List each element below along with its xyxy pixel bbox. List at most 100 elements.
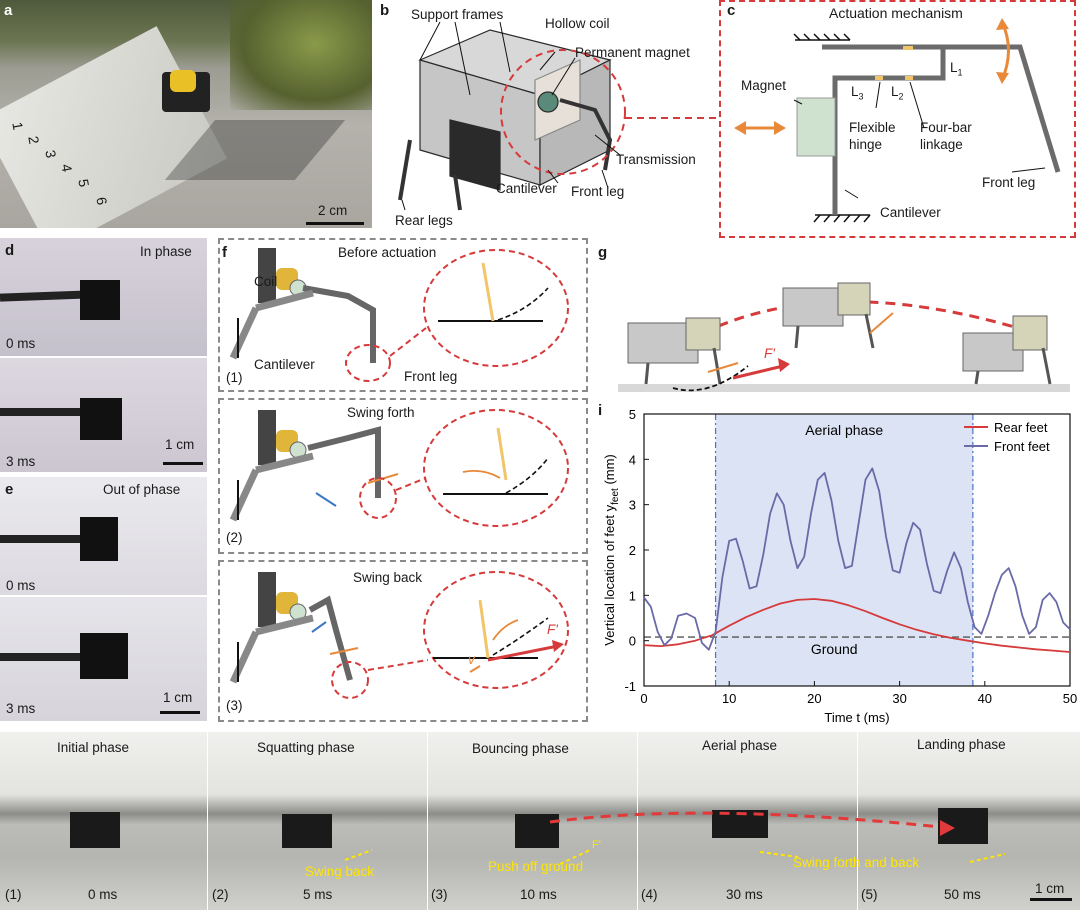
h-num-3: (3)	[431, 887, 448, 902]
label-support-frames: Support frames	[411, 7, 504, 22]
f-step-2	[218, 398, 588, 554]
grass-patch	[230, 0, 372, 110]
robot	[80, 633, 128, 679]
e-t1: 3 ms	[6, 701, 36, 716]
h-phase-2: Squatting phase	[257, 740, 355, 755]
label-transmission: Transmission	[616, 152, 696, 167]
f-step-3	[218, 560, 588, 722]
h-phase-3: Bouncing phase	[472, 741, 569, 756]
y-tick-label: -1	[624, 679, 636, 694]
f-s2-num: (2)	[226, 530, 243, 545]
h-divider	[207, 732, 208, 910]
h-num-5: (5)	[861, 887, 878, 902]
panel-d-bottom-photo	[0, 358, 207, 472]
h-phase-4: Aerial phase	[702, 738, 778, 753]
panel-c-mechanism	[734, 18, 1061, 223]
c-l2: L2	[891, 84, 904, 102]
x-tick-label: 10	[722, 691, 736, 706]
panel-d-top-photo	[0, 238, 207, 356]
h-time-3: 10 ms	[520, 887, 557, 902]
h-num-2: (2)	[212, 887, 229, 902]
h-scale: 1 cm	[1035, 881, 1065, 896]
x-tick-label: 20	[807, 691, 821, 706]
panel-e-top-photo	[0, 477, 207, 595]
c-magnet: Magnet	[741, 78, 787, 93]
x-tick-label: 40	[978, 691, 992, 706]
tweezer	[0, 653, 90, 661]
ruler	[0, 26, 228, 228]
f-front-leg: Front leg	[404, 369, 458, 384]
label-cantilever: Cantilever	[496, 181, 557, 196]
h-time-1: 0 ms	[88, 887, 118, 902]
x-axis-label: Time t (ms)	[824, 710, 889, 725]
h-phase-1: Initial phase	[57, 740, 130, 755]
h-phase-5: Landing phase	[917, 737, 1006, 752]
d-t0: 0 ms	[6, 336, 36, 351]
y-tick-label: 0	[629, 634, 636, 649]
c-cantilever: Cantilever	[880, 205, 941, 220]
panel-a-photo: 1 2 3 4 5 6 2 cm	[0, 0, 372, 228]
y-tick-label: 3	[629, 498, 636, 513]
tweezer	[0, 290, 91, 302]
tweezer	[0, 535, 90, 543]
g-diagram	[618, 282, 1070, 392]
h-scale-bar	[1030, 898, 1072, 901]
c-l3: L3	[851, 84, 864, 102]
h-force: F'	[592, 839, 601, 851]
h-divider	[427, 732, 428, 910]
y-tick-label: 2	[629, 543, 636, 558]
h-trajectory	[344, 811, 1006, 865]
f-step-1	[218, 238, 588, 392]
robot-coil	[170, 70, 196, 92]
panel-label-b: b	[380, 2, 390, 19]
f-force: F'	[547, 622, 558, 637]
h-time-4: 30 ms	[726, 887, 763, 902]
h-time-2: 5 ms	[303, 887, 333, 902]
label-rear-legs: Rear legs	[395, 213, 453, 228]
panel-label-c: c	[727, 2, 736, 19]
f-s1-num: (1)	[226, 370, 243, 385]
d-title: In phase	[140, 244, 192, 259]
f-s3-num: (3)	[226, 698, 243, 713]
f-s3-title: Swing back	[353, 570, 423, 585]
h-divider	[637, 732, 638, 910]
d-t1: 3 ms	[6, 454, 36, 469]
panel-c-frame	[719, 0, 1076, 238]
scale-bar	[306, 222, 364, 225]
legend-label: Front feet	[994, 439, 1050, 454]
ground-label: Ground	[811, 641, 858, 657]
h-num-1: (1)	[5, 887, 22, 902]
e-scale: 1 cm	[163, 690, 193, 705]
h-push-off: Push off ground	[488, 859, 584, 874]
d-scale-bar	[163, 462, 203, 465]
h-robot	[282, 814, 332, 848]
panel-e-bottom-photo	[0, 597, 207, 721]
h-robot	[70, 812, 120, 848]
scale-label: 2 cm	[318, 203, 348, 218]
panel-label-a: a	[4, 2, 13, 19]
robot	[80, 280, 120, 320]
e-scale-bar	[160, 711, 200, 714]
legend-label: Rear feet	[994, 420, 1048, 435]
c-front-leg: Front leg	[982, 175, 1036, 190]
panel-b-diagram	[398, 21, 718, 211]
f-v: v	[468, 652, 475, 667]
aerial-phase-label: Aerial phase	[805, 422, 883, 438]
f-coil: Coil	[254, 274, 278, 289]
y-axis-label: Vertical location of feet yfeet (mm)	[602, 454, 621, 646]
y-tick-label: 1	[629, 588, 636, 603]
f-s1-title: Before actuation	[338, 245, 437, 260]
series-line-front-feet	[643, 467, 1071, 651]
panel-label-f: f	[222, 244, 227, 261]
x-tick-label: 30	[892, 691, 906, 706]
h-swing-forth-back: Swing forth and back	[793, 855, 920, 870]
panel-label-e: e	[5, 481, 14, 498]
x-tick-label: 0	[640, 691, 647, 706]
robot	[80, 398, 122, 440]
f-s2-title: Swing forth	[347, 405, 415, 420]
f-diagrams	[229, 248, 569, 699]
g-force: F'	[764, 346, 775, 361]
f-cantilever: Cantilever	[254, 357, 315, 372]
